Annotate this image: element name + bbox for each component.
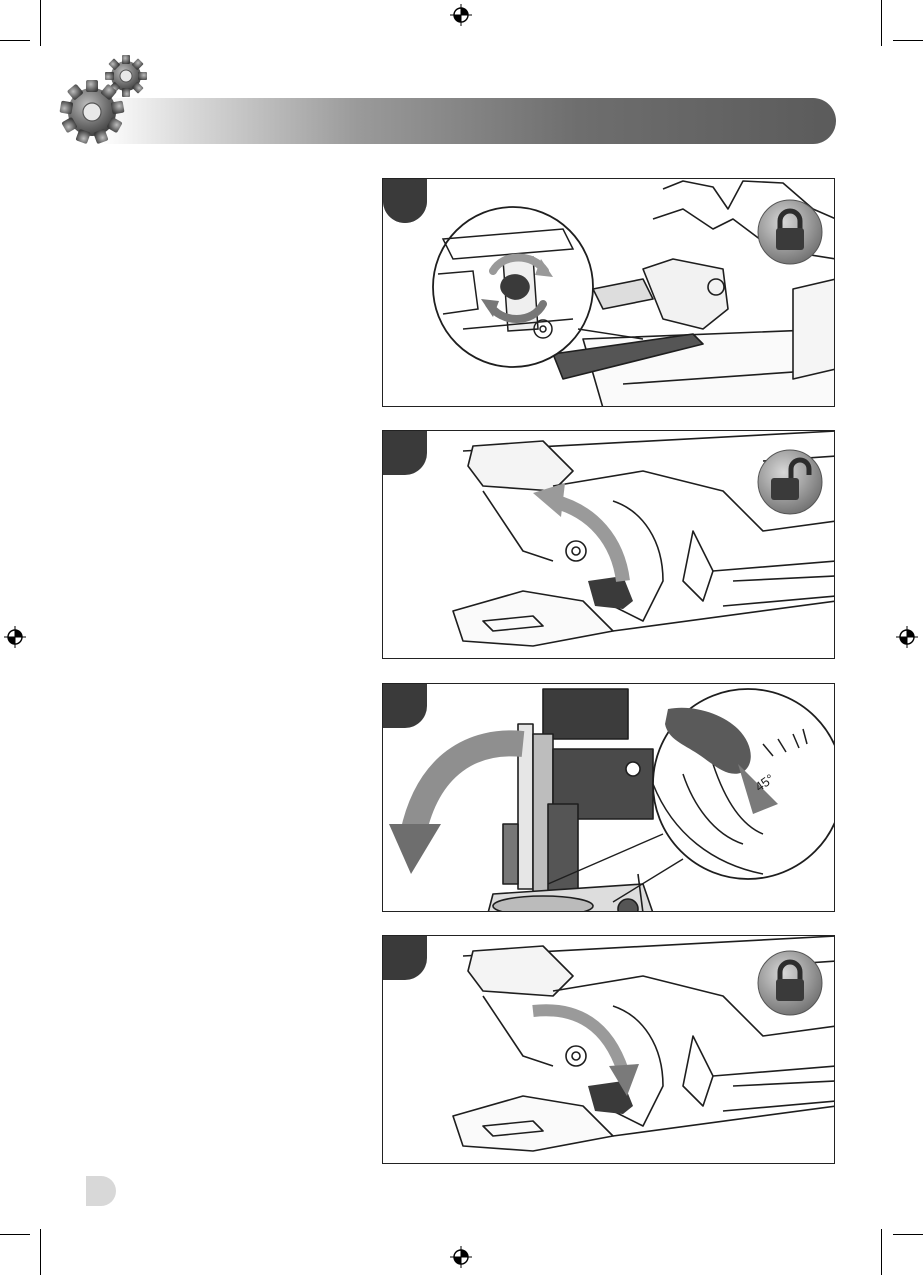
registration-mark-icon [450, 4, 472, 26]
crop-mark [0, 1234, 30, 1235]
step-badge [383, 431, 427, 475]
gears-icon [56, 54, 160, 146]
illustration-panel-1 [382, 178, 835, 407]
registration-mark-icon [896, 626, 918, 648]
crop-mark [881, 0, 882, 46]
crop-mark [881, 1229, 882, 1275]
crop-mark [893, 40, 923, 41]
crop-mark [40, 1229, 41, 1275]
illustration-panel-4 [382, 935, 835, 1164]
registration-mark-icon [4, 626, 26, 648]
illustration-panel-3: 45° [382, 683, 835, 912]
step-badge [383, 684, 427, 728]
lock-open-icon [755, 449, 825, 515]
crop-mark [893, 1234, 923, 1235]
lock-closed-icon [755, 950, 825, 1016]
crop-mark [40, 0, 41, 46]
step-badge [383, 179, 427, 223]
crop-mark [0, 40, 30, 41]
illustration-panel-2 [382, 430, 835, 659]
step-badge [383, 936, 427, 980]
page-number-tab [86, 1176, 116, 1206]
section-header-banner [100, 98, 836, 144]
lock-closed-icon [755, 199, 825, 265]
registration-mark-icon [450, 1246, 472, 1268]
